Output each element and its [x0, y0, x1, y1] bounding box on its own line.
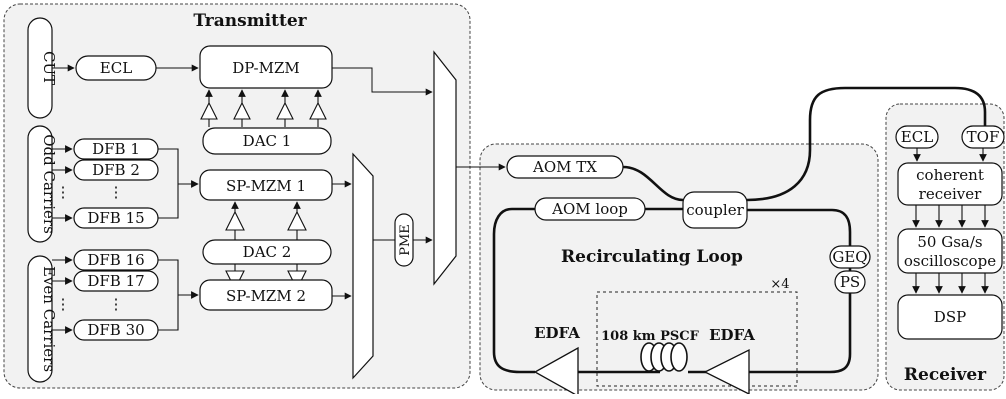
dfb2-block	[73, 159, 159, 181]
inner-combiner	[352, 152, 374, 380]
dfb17-label: DFB 17	[87, 272, 144, 290]
aom-loop-label: AOM loop	[551, 200, 628, 218]
ecl-label: ECL	[100, 59, 132, 77]
dsp-block	[897, 294, 1003, 340]
edfa-right-amplifier	[703, 348, 750, 396]
edfa-right-label: EDFA	[709, 326, 755, 344]
loop-title: Recirculating Loop	[561, 247, 743, 267]
oscilloscope-block	[897, 228, 1003, 274]
span-times: ×4	[770, 277, 789, 292]
odd-ellipsis-left: ⋮	[56, 183, 71, 201]
dp-mzm-label: DP-MZM	[232, 59, 300, 77]
dfb17-block	[73, 270, 159, 292]
dac2-label: DAC 2	[243, 243, 292, 261]
dac1-label: DAC 1	[243, 132, 292, 150]
even-carriers-label: Even Carriers	[40, 266, 58, 372]
edfa-left-label: EDFA	[534, 324, 580, 342]
even-ellipsis-left: ⋮	[56, 295, 71, 313]
fiber-spool-icon	[640, 342, 688, 372]
sp-mzm1-block	[199, 169, 333, 201]
span-box	[596, 291, 798, 387]
even-ellipsis-mid: ⋮	[109, 295, 124, 313]
dfb15-label: DFB 15	[87, 209, 144, 227]
geq-label: GEQ	[832, 248, 867, 266]
cut-label: CUT	[40, 51, 58, 85]
osc-label-line1: 50 Gsa/s	[917, 233, 982, 251]
coherent-label-line2: receiver	[919, 185, 982, 203]
dfb1-label: DFB 1	[92, 140, 140, 158]
geq-block	[829, 245, 871, 269]
dac2-block	[202, 239, 332, 265]
pme-label: PME	[398, 224, 413, 256]
receiver-title: Receiver	[904, 365, 987, 385]
sp-mzm2-label: SP-MZM 2	[226, 287, 306, 305]
sp-mzm1-label: SP-MZM 1	[226, 177, 306, 195]
dac1-block	[202, 127, 332, 155]
odd-ellipsis-mid: ⋮	[109, 183, 124, 201]
osc-label-line2: oscilloscope	[904, 252, 996, 270]
transmitter-title: Transmitter	[193, 11, 307, 31]
coherent-label-line1: coherent	[916, 166, 984, 184]
sp-mzm2-block	[199, 279, 333, 311]
coherent-receiver-block	[897, 162, 1003, 206]
tof-label: TOF	[967, 128, 1000, 146]
dfb16-label: DFB 16	[87, 251, 144, 269]
ps-block	[834, 270, 866, 294]
aom-tx-label: AOM TX	[532, 158, 597, 176]
rx-ecl-label: ECL	[901, 128, 933, 146]
edfa-left-amplifier	[533, 346, 579, 398]
span-label: 108 km PSCF	[601, 329, 699, 344]
dsp-label: DSP	[934, 308, 966, 326]
dfb2-label: DFB 2	[92, 161, 140, 179]
ps-label: PS	[840, 273, 860, 291]
odd-carriers-label: Odd Carriers	[40, 134, 58, 234]
odd-carriers-block	[27, 125, 53, 243]
coupler-label: coupler	[686, 201, 744, 219]
dp-mzm-block	[199, 45, 333, 89]
outer-combiner	[433, 50, 457, 286]
even-carriers-block	[27, 255, 53, 383]
dfb30-label: DFB 30	[87, 321, 144, 339]
